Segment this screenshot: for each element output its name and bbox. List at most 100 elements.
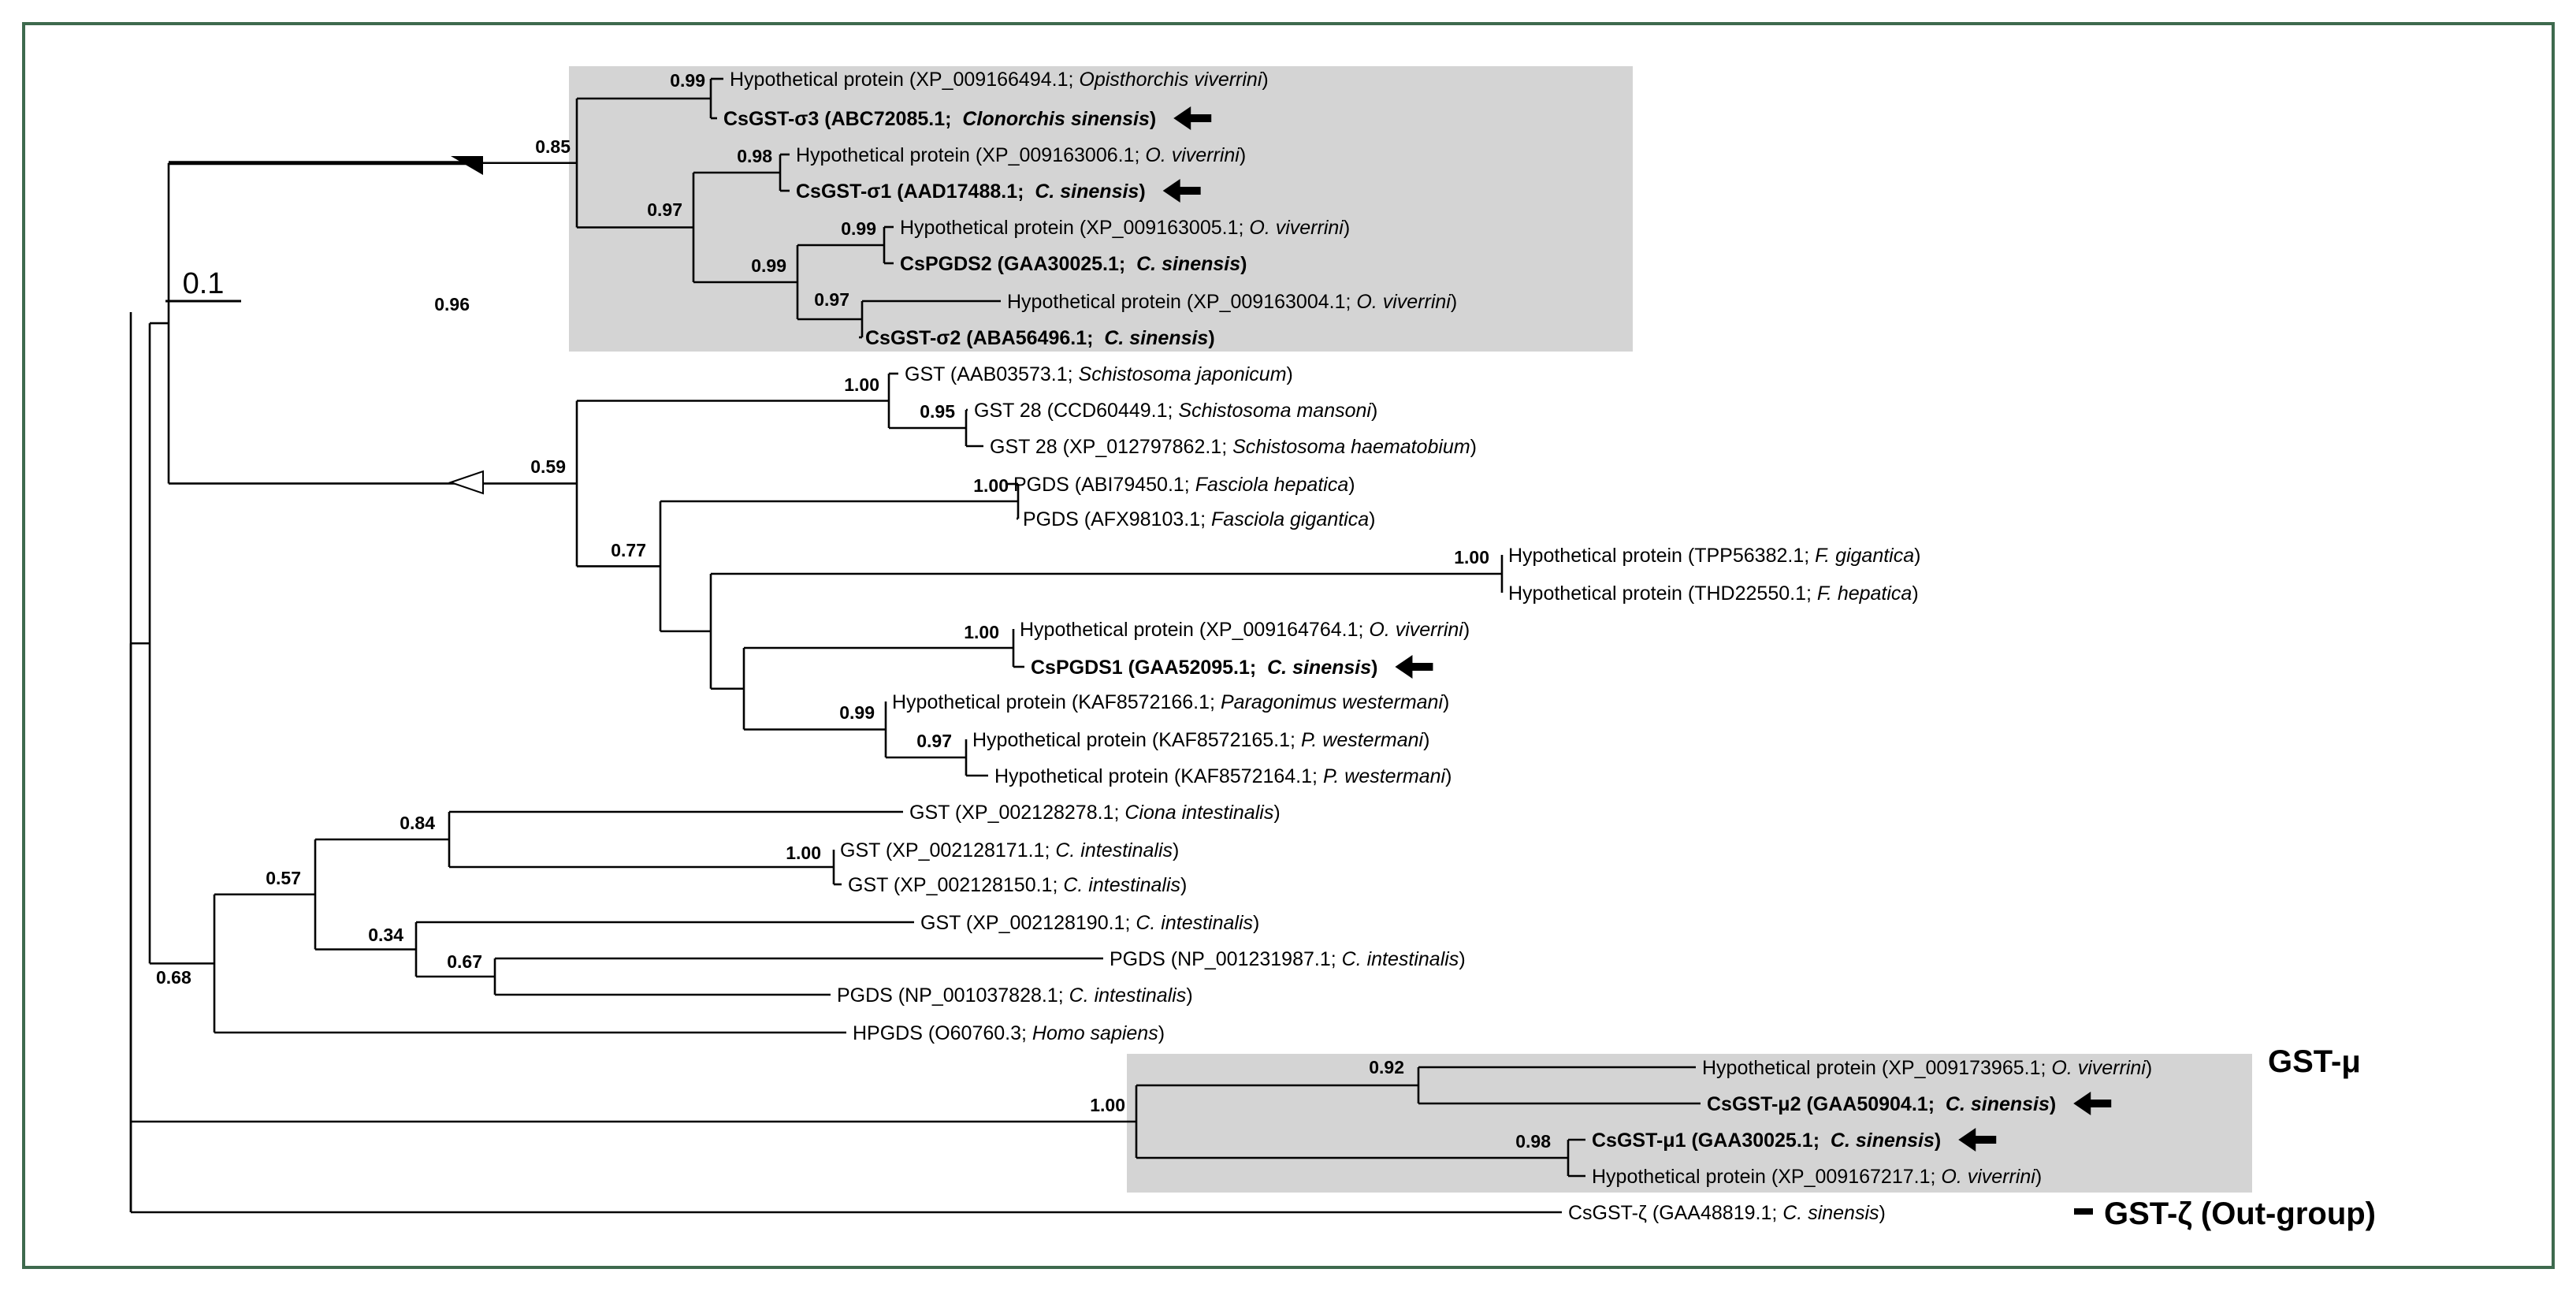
taxon-label: Hypothetical protein (KAF8572165.1; P. w… <box>972 729 1429 751</box>
taxon-close-paren: ) <box>1443 691 1449 713</box>
support-sigma-group: 0.85 <box>535 136 571 157</box>
taxon-name: CsGST-σ2 ( <box>865 327 973 349</box>
support-schisto-inner: 0.95 <box>920 401 955 422</box>
taxon-accession: NP_001231987.1; <box>1177 948 1342 970</box>
taxon-close-paren: ) <box>1150 108 1156 130</box>
taxon-label: CsPGDS2 (GAA30025.1; C. sinensis) <box>900 253 1247 275</box>
taxon-label: Hypothetical protein (XP_009163006.1; O.… <box>796 144 1246 166</box>
taxon-accession: XP_012797862.1; <box>1069 436 1232 458</box>
taxon-close-paren: ) <box>1344 217 1350 239</box>
left-arrow-icon <box>1162 179 1201 203</box>
taxon-close-paren: ) <box>1158 1022 1165 1044</box>
taxon-species: O. viverrini <box>1145 144 1240 166</box>
taxon-name: Hypothetical protein ( <box>1702 1057 1889 1079</box>
taxon-species: Fasciola hepatica <box>1195 474 1349 496</box>
taxon-species: C. sinensis <box>1946 1093 2050 1115</box>
taxon-accession: GAA48819.1; <box>1659 1202 1782 1224</box>
open-triangle-marker <box>448 470 484 495</box>
taxon-name: GST ( <box>909 802 962 824</box>
taxon-close-paren: ) <box>1369 508 1375 530</box>
taxon-accession: GAA30025.1; <box>1698 1129 1831 1152</box>
taxon-name: PGDS ( <box>837 984 905 1007</box>
taxon-species: Clonorchis sinensis <box>962 108 1150 130</box>
taxon-label: Hypothetical protein (KAF8572164.1; P. w… <box>994 765 1452 787</box>
tree-branches <box>129 77 1701 1214</box>
taxon-species: C. intestinalis <box>1055 839 1173 861</box>
taxon-species: Opisthorchis viverrini <box>1079 69 1262 91</box>
taxon-species: C. sinensis <box>1267 657 1371 679</box>
taxon-accession: KAF8572164.1; <box>1180 765 1323 787</box>
taxon-label: GST 28 (XP_012797862.1; Schistosoma haem… <box>990 436 1477 458</box>
support-ciona-a: 0.84 <box>400 813 435 833</box>
taxon-label: CsGST-μ1 (GAA30025.1; C. sinensis) <box>1592 1129 1941 1152</box>
taxon-name: Hypothetical protein ( <box>1020 619 1206 641</box>
taxon-species: Fasciola gigantica <box>1211 508 1369 530</box>
support-s-b: 0.97 <box>647 199 682 220</box>
group-label-mu: GST-μ <box>2268 1044 2361 1079</box>
scale-bar: 0.1 <box>165 267 241 303</box>
taxon-species: C. intestinalis <box>1342 948 1459 970</box>
support-s-a: 0.99 <box>670 70 705 91</box>
taxon-species: C. intestinalis <box>1069 984 1187 1007</box>
support-parag: 0.99 <box>839 702 875 723</box>
support-mu-a: 0.92 <box>1369 1057 1404 1077</box>
taxon-name: Hypothetical protein ( <box>994 765 1181 787</box>
reference-arrows <box>1162 106 2112 1152</box>
support-outer-upper: 0.96 <box>434 294 470 314</box>
support-s-c: 0.98 <box>737 146 772 166</box>
taxon-species: Schistosoma japonicum <box>1079 363 1287 385</box>
taxon-label: GST (XP_002128278.1; Ciona intestinalis) <box>909 802 1281 824</box>
support-mu-group: 1.00 <box>1090 1095 1125 1115</box>
taxon-accession: THD22550.1; <box>1694 582 1817 605</box>
taxon-label: Hypothetical protein (XP_009164764.1; O.… <box>1020 619 1470 641</box>
taxon-close-paren: ) <box>1371 657 1377 679</box>
taxon-close-paren: ) <box>1208 327 1214 349</box>
taxon-name: PGDS ( <box>1110 948 1178 970</box>
taxon-name: GST 28 ( <box>990 436 1070 458</box>
taxon-accession: AFX98103.1; <box>1091 508 1211 530</box>
taxon-label: GST (XP_002128190.1; C. intestinalis) <box>920 912 1259 934</box>
taxon-species: P. westermani <box>1323 765 1447 787</box>
taxon-label: CsGST-σ3 (ABC72085.1; Clonorchis sinensi… <box>723 108 1156 130</box>
taxon-name: GST ( <box>840 839 893 861</box>
taxon-accession: ABI79450.1; <box>1081 474 1195 496</box>
taxon-species: C. intestinalis <box>1063 874 1180 896</box>
taxon-species: C. sinensis <box>1035 180 1139 203</box>
taxon-close-paren: ) <box>1445 765 1452 787</box>
taxon-close-paren: ) <box>1423 729 1429 751</box>
taxon-species: C. sinensis <box>1104 327 1208 349</box>
taxon-accession: XP_002128150.1; <box>900 874 1063 896</box>
support-fasc: 1.00 <box>973 475 1009 496</box>
taxon-species: F. gigantica <box>1815 545 1914 567</box>
taxon-close-paren: ) <box>1139 180 1145 203</box>
taxon-accession: XP_002128190.1; <box>972 912 1136 934</box>
taxon-label: Hypothetical protein (XP_009163004.1; O.… <box>1007 291 1457 313</box>
taxon-close-paren: ) <box>2146 1057 2152 1079</box>
support-values: 0.68 0.96 0.85 0.59 0.99 0.97 0.98 0.99 … <box>156 70 1551 1152</box>
taxon-name: GST ( <box>905 363 957 385</box>
taxon-name: Hypothetical protein ( <box>730 69 916 91</box>
taxon-label: CsGST-σ2 (ABA56496.1; C. sinensis) <box>865 327 1215 349</box>
taxon-close-paren: ) <box>1470 436 1477 458</box>
taxon-accession: GAA52095.1; <box>1135 657 1267 679</box>
taxon-accession: O60760.3; <box>935 1022 1032 1044</box>
taxon-close-paren: ) <box>1935 1129 1941 1152</box>
taxa-labels: Hypothetical protein (XP_009166494.1; Op… <box>723 69 2152 1224</box>
taxon-name: Hypothetical protein ( <box>1508 582 1695 605</box>
taxon-species: O. viverrini <box>2051 1057 2147 1079</box>
taxon-name: HPGDS ( <box>853 1022 935 1044</box>
taxon-accession: TPP56382.1; <box>1694 545 1815 567</box>
left-arrow-icon <box>1958 1128 1997 1152</box>
taxon-accession: AAB03573.1; <box>957 363 1078 385</box>
taxon-close-paren: ) <box>1371 400 1377 422</box>
filled-triangle-marker <box>451 156 483 175</box>
taxon-accession: XP_009163004.1; <box>1193 291 1356 313</box>
taxon-label: Hypothetical protein (KAF8572166.1; Para… <box>892 691 1449 713</box>
scale-bar-label: 0.1 <box>183 267 225 300</box>
taxon-label: Hypothetical protein (XP_009167217.1; O.… <box>1592 1166 2042 1188</box>
taxon-label: GST (XP_002128150.1; C. intestinalis) <box>848 874 1187 896</box>
taxon-name: GST 28 ( <box>974 400 1054 422</box>
taxon-species: Schistosoma haematobium <box>1232 436 1470 458</box>
taxon-close-paren: ) <box>1459 948 1465 970</box>
taxon-accession: NP_001037828.1; <box>905 984 1069 1007</box>
